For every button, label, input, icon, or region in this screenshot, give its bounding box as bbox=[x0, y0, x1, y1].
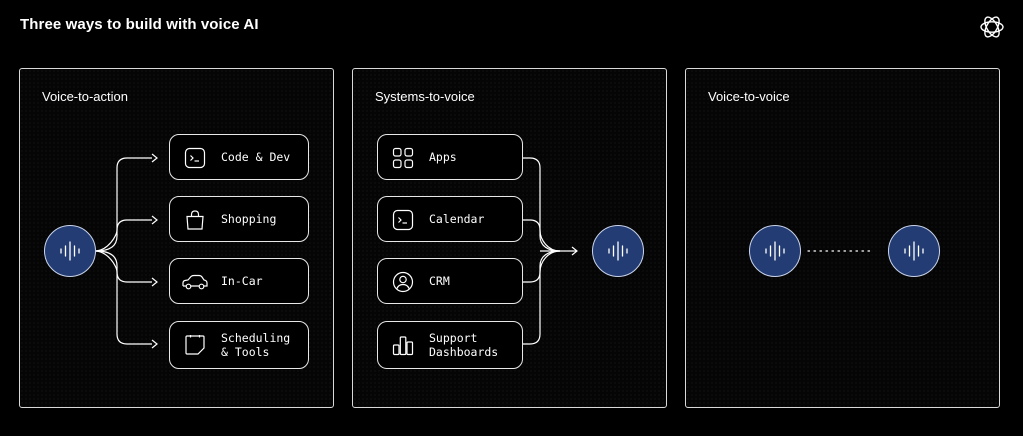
card-label: Apps bbox=[429, 150, 457, 164]
card-code-dev: Code & Dev bbox=[169, 134, 309, 180]
car-icon bbox=[182, 274, 208, 290]
card-shopping: Shopping bbox=[169, 196, 309, 242]
card-label: Support Dashboards bbox=[429, 331, 499, 359]
card-apps: Apps bbox=[377, 134, 523, 180]
voice-orb-icon bbox=[44, 225, 96, 277]
shopping-bag-icon bbox=[186, 210, 204, 230]
voice-orb-icon bbox=[749, 225, 801, 277]
panel-title: Voice-to-voice bbox=[708, 89, 790, 104]
card-crm: CRM bbox=[377, 258, 523, 304]
apps-grid-icon bbox=[392, 147, 414, 169]
terminal-icon bbox=[184, 147, 206, 169]
sticky-note-icon bbox=[185, 335, 205, 355]
panel-voice-to-voice: Voice-to-voice bbox=[685, 68, 1000, 408]
card-label: Code & Dev bbox=[221, 150, 291, 164]
card-label: Calendar bbox=[429, 212, 485, 226]
user-circle-icon bbox=[392, 271, 414, 293]
card-label: In-Car bbox=[221, 274, 263, 288]
bar-chart-icon bbox=[392, 336, 414, 356]
card-label: Shopping bbox=[221, 212, 277, 226]
voice-orb-icon bbox=[888, 225, 940, 277]
voice-orb-icon bbox=[592, 225, 644, 277]
card-label: Scheduling & Tools bbox=[221, 331, 291, 359]
card-support-dashboards: Support Dashboards bbox=[377, 321, 523, 369]
terminal-icon bbox=[392, 209, 414, 231]
card-scheduling-tools: Scheduling & Tools bbox=[169, 321, 309, 369]
card-calendar: Calendar bbox=[377, 196, 523, 242]
panel-title: Systems-to-voice bbox=[375, 89, 475, 104]
page-title: Three ways to build with voice AI bbox=[20, 16, 259, 33]
panel-title: Voice-to-action bbox=[42, 89, 128, 104]
card-label: CRM bbox=[429, 274, 450, 288]
openai-logo-icon bbox=[980, 16, 1004, 38]
card-in-car: In-Car bbox=[169, 258, 309, 304]
